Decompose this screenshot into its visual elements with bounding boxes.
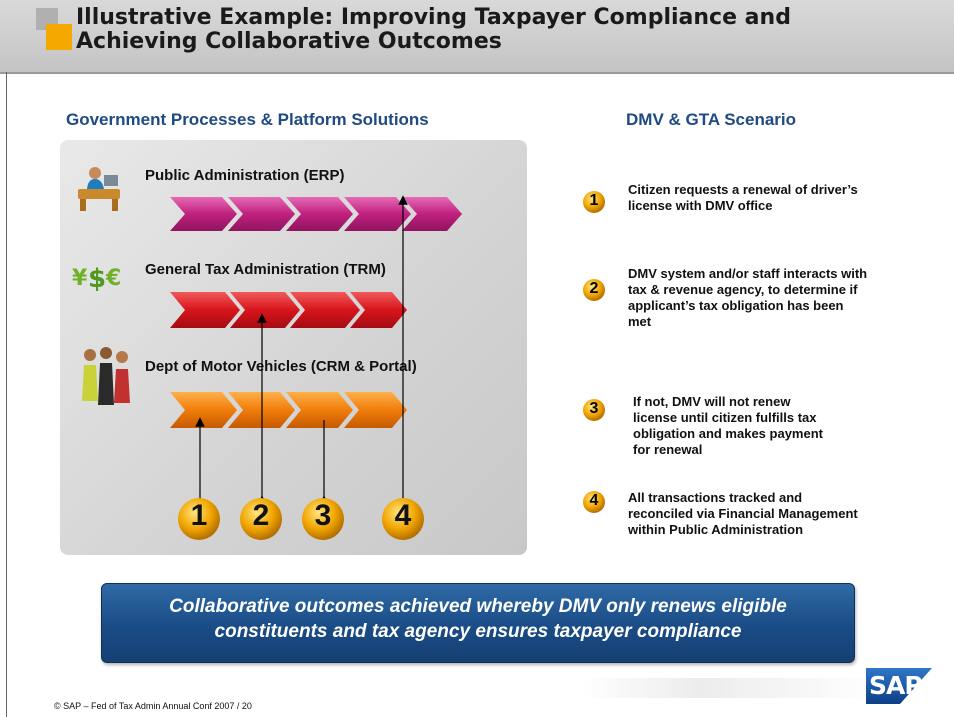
row-label-tax-administration: General Tax Administration (TRM) [145,261,386,278]
slide-title-line-1: Illustrative Example: Improving Taxpayer… [76,5,791,30]
badge-3-icon [583,399,605,421]
medal-2: 2 [238,496,284,547]
scenario-step-2-badge: 2 [582,278,606,307]
left-border-line [6,72,7,717]
badge-2-number: 2 [589,280,599,297]
crm-chevron-1 [170,392,237,428]
callout-line-1: Collaborative outcomes achieved whereby … [169,596,787,617]
trm-chevron-3 [290,292,360,328]
erp-chevron-3 [286,197,353,231]
scenario-step-1-badge: 1 [582,190,606,219]
step-4-line-3: within Public Administration [628,522,804,537]
scenario-step-4-text: All transactions tracked and reconciled … [628,490,858,538]
trm-chevron-1 [170,292,240,328]
badge-3-number: 3 [589,400,599,417]
erp-chevron-1 [170,197,237,231]
slide-title: Illustrative Example: Improving Taxpayer… [76,6,936,54]
footer-copyright: © SAP – Fed of Tax Admin Annual Conf 200… [54,701,252,711]
title-accent-orange-square [46,24,72,50]
medal-3: 3 [300,496,346,547]
badge-1-icon [583,191,605,213]
scenario-step-4-badge: 4 [582,490,606,519]
sap-logo: SAP [866,668,932,704]
step-2-line-1: DMV system and/or staff interacts with [628,266,868,281]
step-2-line-3: applicant’s tax obligation has been [628,298,844,313]
row-label-public-administration: Public Administration (ERP) [145,167,345,184]
trm-process-chevrons [170,292,407,328]
trm-chevron-4 [350,292,407,328]
logo-reflection [580,678,880,698]
left-section-heading: Government Processes & Platform Solution… [66,110,429,129]
medal-1-icon [178,498,220,540]
summary-callout: Collaborative outcomes achieved whereby … [101,583,855,663]
badge-2-icon [583,279,605,301]
header-divider [0,72,954,74]
step-1-line-1: Citizen requests a renewal of driver’s [628,182,858,197]
slide-title-line-2: Achieving Collaborative Outcomes [76,29,502,54]
summary-callout-text: Collaborative outcomes achieved whereby … [102,594,854,644]
erp-process-chevrons [170,197,462,231]
medal-1: 1 [176,496,222,547]
medal-3-number: 3 [314,499,332,532]
svg-text:€: € [105,266,121,291]
step-3-line-4: for renewal [633,442,703,457]
erp-chevron-2 [228,197,295,231]
right-section-heading: DMV & GTA Scenario [626,110,797,129]
sap-logo-shape [866,668,932,704]
scenario-step-1-text: Citizen requests a renewal of driver’s l… [628,182,858,214]
crm-process-chevrons [170,392,407,428]
badge-1-number: 1 [589,192,599,209]
badge-4-number: 4 [589,492,599,509]
step-3-line-1: If not, DMV will not renew [633,394,791,409]
medal-4-icon [382,498,424,540]
step-3-line-3: obligation and makes payment [633,426,823,441]
step-1-line-2: license with DMV office [628,198,773,213]
medal-3-icon [302,498,344,540]
erp-chevron-4 [344,197,411,231]
badge-4-icon [583,491,605,513]
sap-logo-text: SAP [869,671,923,700]
people-group-icon [82,347,130,405]
person-at-desk-icon [78,167,120,211]
medal-2-number: 2 [252,499,270,532]
currency-symbols-icon: ¥ $ € [72,264,121,294]
medal-2-icon [240,498,282,540]
svg-text:¥: ¥ [72,266,88,291]
medal-1-number: 1 [190,499,208,532]
step-4-line-2: reconciled via Financial Management [628,506,858,521]
step-2-line-2: tax & revenue agency, to determine if [628,282,858,297]
svg-text:$: $ [88,264,106,294]
step-connector-arrows [195,195,408,505]
trm-chevron-2 [230,292,300,328]
header-bar [0,0,954,72]
scenario-step-3-badge: 3 [582,398,606,427]
step-2-line-4: met [628,314,652,329]
medal-4-number: 4 [394,499,412,532]
crm-chevron-3 [286,392,353,428]
callout-line-2: constituents and tax agency ensures taxp… [214,621,742,642]
step-4-line-1: All transactions tracked and [628,490,803,505]
scenario-step-2-text: DMV system and/or staff interacts with t… [628,266,867,330]
step-3-line-2: license until citizen fulfills tax [633,410,817,425]
crm-chevron-4 [344,392,407,428]
erp-chevron-5 [402,197,462,231]
medal-4: 4 [380,496,426,547]
row-label-motor-vehicles: Dept of Motor Vehicles (CRM & Portal) [145,358,417,375]
scenario-step-3-text: If not, DMV will not renew license until… [633,394,823,458]
